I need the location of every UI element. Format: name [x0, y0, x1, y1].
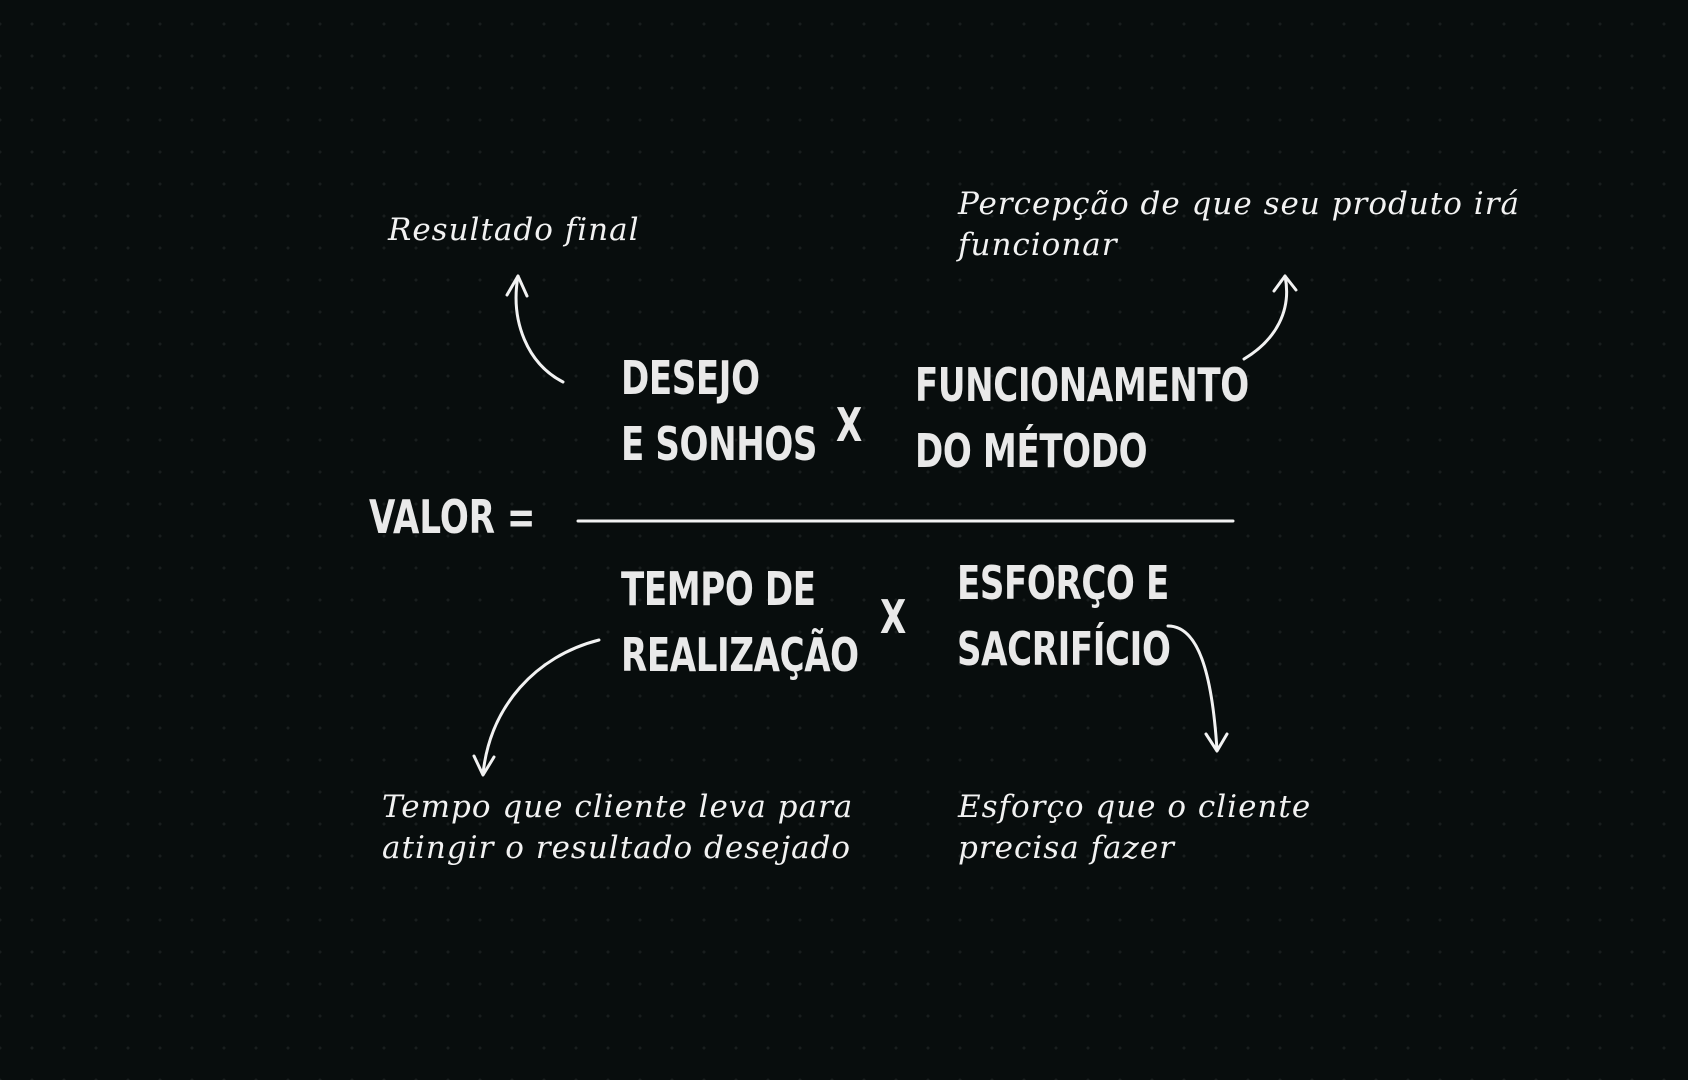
- term-funcionamento-line-2: DO MÉTODO: [915, 424, 1148, 478]
- arrow-tempo-icon: [472, 638, 601, 777]
- term-tempo-line-1: TEMPO DE: [621, 562, 816, 616]
- annotation-tempo-line-1: Tempo que cliente leva para: [382, 789, 854, 825]
- term-desejo-line-2: E SONHOS: [621, 417, 818, 471]
- multiply-operator-bottom: X: [880, 590, 907, 644]
- valor-label: VALOR =: [369, 490, 536, 544]
- annotation-funcionamento-line-1: Percepção de que seu produto irá: [958, 186, 1520, 222]
- term-esforco-line-1: ESFORÇO E: [957, 556, 1169, 610]
- multiply-operator-top: X: [836, 398, 863, 452]
- annotation-esforco-cliente: Esforço que o cliente precisa fazer: [958, 787, 1311, 869]
- annotation-percepcao: Percepção de que seu produto irá funcion…: [958, 184, 1520, 266]
- annotation-funcionamento-line-2: funcionar: [958, 227, 1118, 263]
- annotation-tempo-cliente: Tempo que cliente leva para atingir o re…: [382, 787, 853, 869]
- term-funcionamento-metodo: FUNCIONAMENTO DO MÉTODO: [915, 352, 1249, 484]
- term-desejo-sonhos: DESEJO E SONHOS: [621, 345, 817, 477]
- annotation-esforco-line-2: precisa fazer: [958, 830, 1175, 866]
- annotation-desejo-line-1: Resultado final: [388, 212, 640, 248]
- term-desejo-line-1: DESEJO: [621, 351, 760, 405]
- annotation-esforco-line-1: Esforço que o cliente: [958, 789, 1312, 825]
- annotation-tempo-line-2: atingir o resultado desejado: [382, 830, 852, 866]
- term-esforco-line-2: SACRIFÍCIO: [957, 622, 1171, 676]
- arrow-resultado-final-icon: [505, 274, 565, 384]
- arrow-esforco-icon: [1166, 624, 1229, 753]
- term-esforco-sacrificio: ESFORÇO E SACRIFÍCIO: [957, 550, 1171, 682]
- term-tempo-line-2: REALIZAÇÃO: [621, 628, 859, 682]
- term-tempo-realizacao: TEMPO DE REALIZAÇÃO: [621, 556, 859, 688]
- arrow-percepcao-icon: [1242, 274, 1298, 361]
- term-funcionamento-line-1: FUNCIONAMENTO: [915, 358, 1249, 412]
- annotation-resultado-final: Resultado final: [388, 210, 640, 251]
